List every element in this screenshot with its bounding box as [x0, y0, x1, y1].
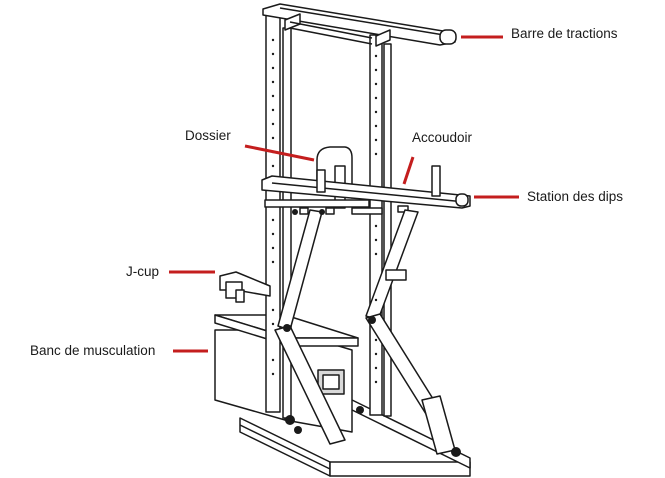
dip-station-label: Station des dips	[527, 189, 624, 204]
weight-bench-label: Banc de musculation	[30, 343, 156, 358]
pointer-armrest	[402, 156, 415, 185]
armrest-label: Accoudoir	[412, 130, 473, 145]
rear-uprights	[265, 11, 392, 419]
diagonal-braces	[274, 209, 456, 455]
j-cup-label: J-cup	[126, 264, 160, 279]
dip-station	[261, 165, 471, 215]
pointer-backrest	[244, 144, 315, 162]
pointer-lines	[169, 35, 519, 353]
j-cups	[219, 269, 407, 303]
pullup-bar-label: Barre de tractions	[511, 26, 618, 41]
backrest-label: Dossier	[185, 128, 231, 143]
bolt-knobs	[283, 209, 461, 457]
pullup-bar	[262, 3, 457, 47]
